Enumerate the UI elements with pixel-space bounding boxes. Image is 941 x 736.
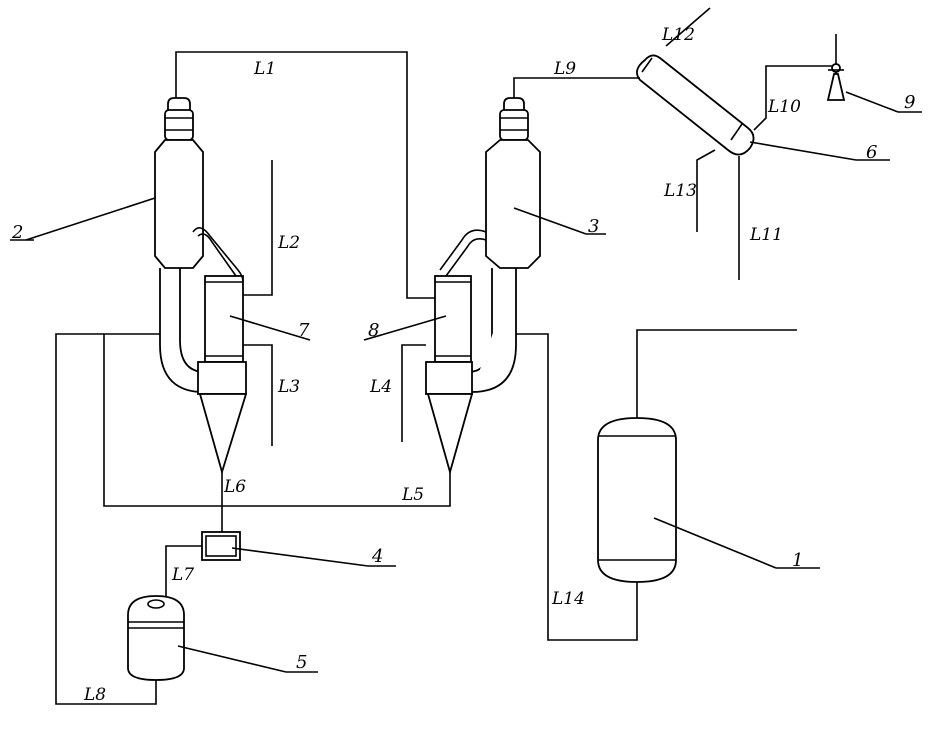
number-7: 7 bbox=[298, 320, 310, 341]
line-labels: L1 L2 L3 L4 L5 L6 L7 L8 L9 L10 L11 L12 L… bbox=[83, 25, 801, 705]
line-label-l10: L10 bbox=[767, 97, 801, 117]
line-label-l2: L2 bbox=[277, 233, 300, 253]
number-9: 9 bbox=[904, 92, 915, 113]
line-label-l5: L5 bbox=[401, 485, 424, 505]
number-1: 1 bbox=[792, 550, 803, 571]
equipment-numbers: 1 2 3 4 5 6 7 8 9 bbox=[11, 92, 915, 673]
number-4: 4 bbox=[371, 546, 383, 567]
line-label-l12: L12 bbox=[661, 25, 695, 45]
leader-lines bbox=[10, 91, 922, 673]
number-6: 6 bbox=[866, 142, 877, 163]
tank-1 bbox=[597, 417, 677, 583]
unit-4 bbox=[201, 531, 241, 561]
line-label-l4: L4 bbox=[369, 377, 392, 397]
line-label-l6: L6 bbox=[223, 477, 246, 497]
column-7 bbox=[192, 227, 248, 476]
reactor-2 bbox=[154, 97, 211, 393]
number-2: 2 bbox=[11, 222, 23, 243]
number-5: 5 bbox=[296, 652, 307, 673]
line-label-l1: L1 bbox=[253, 59, 276, 79]
line-label-l14: L14 bbox=[551, 589, 585, 609]
number-3: 3 bbox=[588, 216, 599, 237]
line-label-l8: L8 bbox=[83, 685, 106, 705]
vent-9 bbox=[826, 34, 846, 101]
number-8: 8 bbox=[368, 320, 379, 341]
condenser-6 bbox=[636, 54, 755, 156]
receiver-5 bbox=[127, 595, 185, 681]
piping bbox=[55, 7, 832, 705]
line-label-l7: L7 bbox=[171, 565, 194, 585]
line-label-l13: L13 bbox=[663, 181, 697, 201]
line-label-l11: L11 bbox=[749, 225, 783, 245]
line-label-l9: L9 bbox=[553, 59, 576, 79]
reactor-3 bbox=[467, 97, 541, 393]
line-label-l3: L3 bbox=[277, 377, 300, 397]
